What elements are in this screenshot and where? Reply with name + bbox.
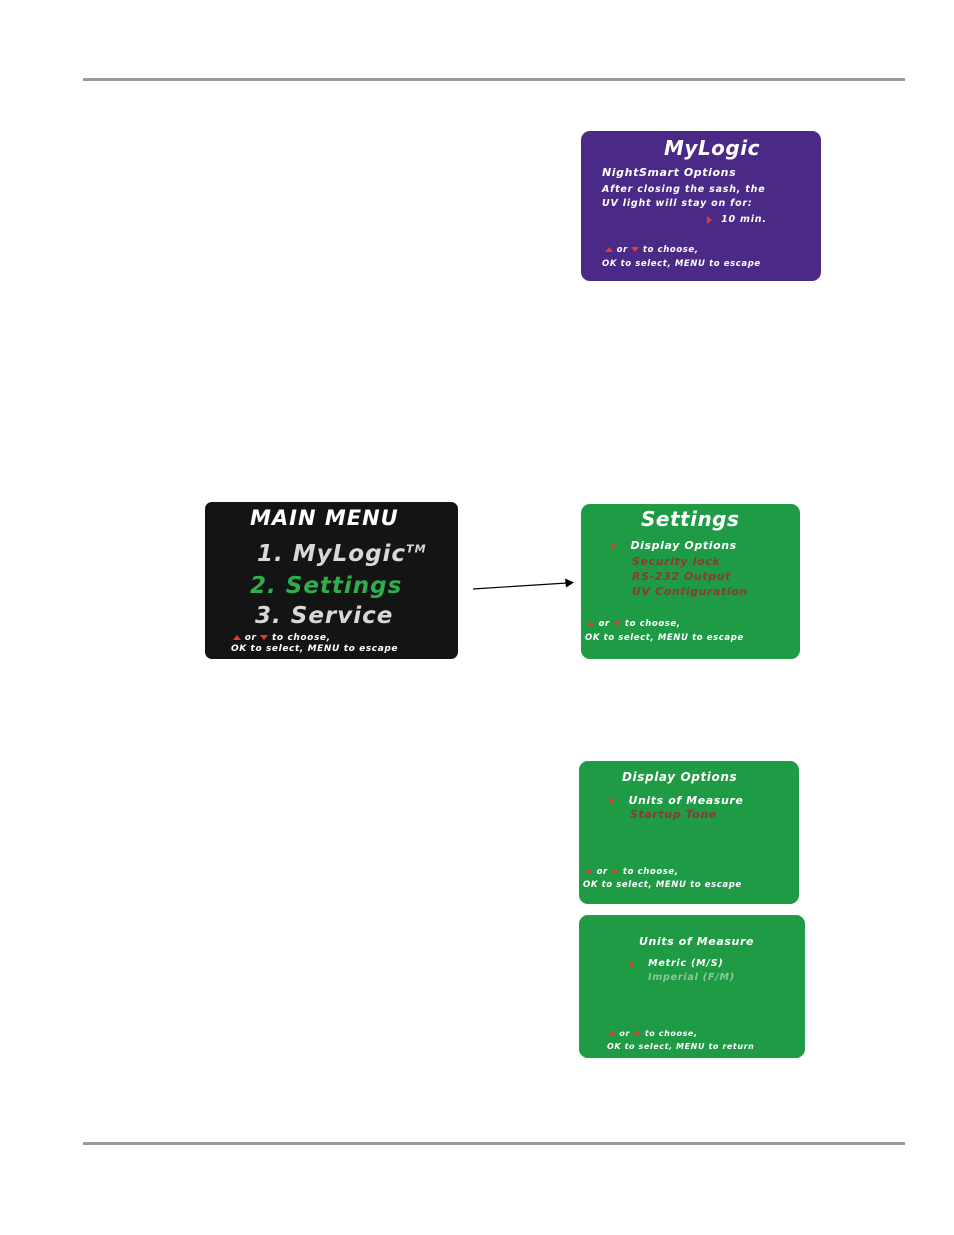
display-options-screen: Display Options Units of Measure Startup… (579, 761, 799, 904)
display-item-label: Units of Measure (628, 794, 744, 807)
choose-text: to choose, (642, 245, 699, 255)
select-escape-hint: OK to select, MENU to escape (583, 880, 742, 890)
nav-hint: or to choose, (585, 867, 679, 877)
menu-item-mylogic-label: 1. MyLogic (257, 541, 407, 567)
or-text: or (619, 1029, 631, 1038)
screen-subtitle: NightSmart Options (602, 166, 737, 179)
display-item-startup-tone[interactable]: Startup Tone (630, 808, 717, 821)
menu-item-mylogic[interactable]: 1. MyLogicTM (257, 541, 427, 567)
menu-item-service[interactable]: 3. Service (255, 603, 394, 629)
choose-text: to choose, (622, 867, 679, 877)
nav-hint: or to choose, (605, 245, 699, 255)
footer-rule (83, 1142, 905, 1145)
timer-value[interactable]: 10 min. (707, 214, 767, 225)
select-return-hint: OK to select, MENU to return (607, 1042, 755, 1051)
main-menu-title: MAIN MENU (250, 506, 399, 530)
down-arrow-icon (260, 635, 269, 640)
units-item-metric[interactable]: Metric (M/S) (629, 958, 723, 969)
nav-hint: or to choose, (608, 1029, 698, 1038)
or-text: or (598, 619, 610, 629)
down-arrow-icon (631, 247, 640, 252)
down-arrow-icon (613, 621, 622, 626)
description-line-1: After closing the sash, the (602, 184, 766, 195)
selection-arrow-icon (611, 542, 616, 550)
down-arrow-icon (633, 1031, 642, 1036)
units-item-label: Metric (M/S) (648, 958, 724, 969)
settings-title: Settings (641, 507, 740, 531)
nav-hint: or to choose, (233, 633, 331, 643)
up-arrow-icon (585, 869, 593, 874)
settings-item-uv-configuration[interactable]: UV Configuration (632, 585, 748, 598)
up-arrow-icon (605, 247, 613, 252)
up-arrow-icon (587, 621, 595, 626)
nav-hint: or to choose, (587, 619, 681, 629)
or-text: or (244, 633, 257, 643)
down-arrow-icon (611, 869, 620, 874)
settings-item-security-lock[interactable]: Security lock (632, 555, 721, 568)
select-escape-hint: OK to select, MENU to escape (602, 259, 761, 269)
selection-arrow-icon (609, 797, 614, 805)
settings-screen: Settings Display Options Security lock R… (581, 504, 800, 659)
settings-item-display-options[interactable]: Display Options (611, 539, 737, 552)
select-escape-hint: OK to select, MENU to escape (585, 633, 744, 643)
settings-item-rs232-output[interactable]: RS-232 Output (632, 570, 731, 583)
header-rule (83, 78, 905, 81)
choose-text: to choose, (624, 619, 681, 629)
or-text: or (596, 867, 608, 877)
screen-title: MyLogic (664, 136, 760, 160)
units-title: Units of Measure (639, 935, 755, 948)
mylogic-nightsmart-screen: MyLogic NightSmart Options After closing… (581, 131, 821, 281)
units-item-imperial[interactable]: Imperial (F/M) (648, 972, 735, 983)
selection-arrow-icon (707, 215, 712, 224)
timer-value-text: 10 min. (721, 214, 767, 225)
menu-item-settings[interactable]: 2. Settings (250, 573, 403, 599)
flow-arrow-icon (472, 578, 574, 590)
trademark: TM (406, 542, 427, 556)
up-arrow-icon (608, 1031, 616, 1036)
display-options-title: Display Options (622, 770, 738, 784)
or-text: or (616, 245, 628, 255)
choose-text: to choose, (644, 1029, 698, 1038)
select-escape-hint: OK to select, MENU to escape (231, 644, 399, 654)
selection-arrow-icon (629, 959, 634, 968)
description-line-2: UV light will stay on for: (602, 198, 753, 209)
settings-item-label: Display Options (630, 539, 737, 552)
units-of-measure-screen: Units of Measure Metric (M/S) Imperial (… (579, 915, 805, 1058)
display-item-units-of-measure[interactable]: Units of Measure (609, 794, 743, 807)
choose-text: to choose, (272, 633, 331, 643)
main-menu-screen: MAIN MENU 1. MyLogicTM 2. Settings 3. Se… (205, 502, 458, 659)
up-arrow-icon (233, 635, 241, 640)
